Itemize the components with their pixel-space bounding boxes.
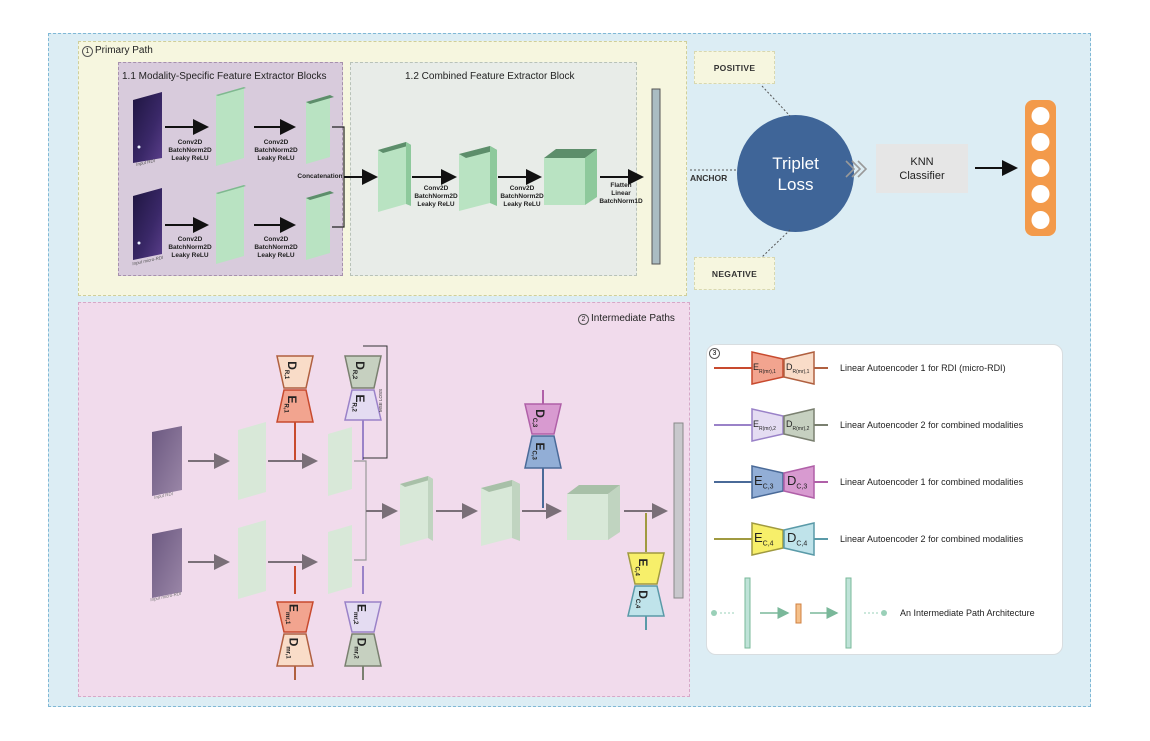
ae-r1-enc-label: ER,1 [282,395,299,413]
ae-r2-dec-label: DR,2 [350,361,368,380]
layer-label-micro-1: Conv2D BatchNorm2D Leaky ReLU [168,236,212,259]
ae-c4-dec-label: DC,4 [633,590,651,609]
inter-embedding-bar [673,422,684,599]
legend-enc-1-label: ER(mr),1 [753,362,776,375]
legend-enc-1 [751,351,784,385]
knn-classifier: KNN Classifier [876,144,968,193]
inter-feature-map-micro-1 [238,520,266,599]
embedding-bar [651,88,661,265]
autoencoder-mr1 [276,601,314,667]
intermediate-number-badge: 2 [578,314,589,325]
flatten-label: Flatten Linear BatchNorm1D [599,182,643,205]
legend-item-4: Linear Autoencoder 2 for combined modali… [840,534,1024,544]
ae-c4-enc-label: EC,4 [633,558,650,576]
combined-feature-map-1 [378,142,411,212]
layer-label-micro-2: Conv2D BatchNorm2D Leaky ReLU [254,236,298,259]
layer-label-comb-1: Conv2D BatchNorm2D Leaky ReLU [414,185,458,208]
legend-enc-4 [751,522,784,556]
ae-mr2-enc-label: Emr,2 [351,604,369,625]
inter-input-rdi [152,426,182,496]
inter-combined-map-3 [567,485,620,540]
ae-r1-dec-label: DR,1 [282,361,300,380]
legend-number-badge: 3 [709,348,720,359]
autoencoder-c3 [524,403,562,469]
autoencoder-c4 [627,552,665,617]
inter-combined-map-1 [400,476,433,546]
combined-block-title: 1.2 Combined Feature Extractor Block [405,71,575,82]
concatenation-label: Concatenation [297,173,343,180]
modality-block-title: 1.1 Modality-Specific Feature Extractor … [122,71,327,82]
chevron-arrows [845,160,868,178]
legend-dec-4-label: DC,4 [787,530,808,548]
input-micro-rdi-image [133,188,162,260]
layer-label-comb-2: Conv2D BatchNorm2D Leaky ReLU [500,185,544,208]
ae-c3-enc-label: EC,3 [530,442,547,460]
legend-dec-3-label: DC,3 [787,473,808,491]
legend-enc-2-label: ER(mr),2 [753,419,776,432]
legend-dec-2 [783,408,815,442]
mse-loss-label: MSE LOSS [378,388,384,413]
legend-path-bar-right [845,577,852,649]
layer-label-rdi-1: Conv2D BatchNorm2D Leaky ReLU [168,139,212,162]
autoencoder-r1 [276,355,314,423]
layer-label-rdi-2: Conv2D BatchNorm2D Leaky ReLU [254,139,298,162]
legend-item-2: Linear Autoencoder 2 for combined modali… [840,420,1024,430]
legend-dec-4 [783,522,815,556]
feature-map-micro-1 [216,185,246,264]
legend-dec-1-label: DR(mr),1 [786,362,810,375]
legend-dec-2-label: DR(mr),2 [786,419,810,432]
ae-c3-dec-label: DC,3 [530,409,548,428]
autoencoder-r2 [344,355,382,421]
output-layer [1025,100,1056,236]
feature-map-rdi-1 [216,87,246,166]
positive-tag: POSITIVE [694,51,775,84]
inter-feature-map-rdi-1 [238,422,266,500]
legend-panel [706,344,1063,655]
combined-feature-map-2 [459,146,497,211]
ae-r2-enc-label: ER,2 [350,394,367,412]
triplet-loss-node: Triplet Loss [737,115,854,232]
autoencoder-mr2 [344,601,382,667]
legend-path-bar-left [744,577,751,649]
legend-enc-2 [751,408,784,442]
inter-combined-map-2 [481,480,520,546]
ae-mr1-enc-label: Emr,1 [283,604,301,625]
legend-path-node [795,603,802,624]
combined-feature-map-3 [544,149,597,205]
legend-enc-3 [751,465,784,499]
inter-input-micro [152,528,182,598]
legend-item-3: Linear Autoencoder 1 for combined modali… [840,477,1024,487]
legend-dec-3 [783,465,815,499]
inter-feature-map-rdi-2 [328,427,352,496]
feature-map-rdi-2 [306,95,334,164]
legend-dec-1 [783,351,815,385]
ae-mr2-dec-label: Dmr,2 [352,637,369,659]
inter-feature-map-micro-2 [328,525,352,594]
feature-map-micro-2 [306,191,334,260]
input-rdi-image [133,92,162,163]
legend-enc-3-label: EC,3 [754,473,774,491]
anchor-label: ANCHOR [690,173,728,183]
ae-mr1-dec-label: Dmr,1 [284,637,301,659]
legend-enc-4-label: EC,4 [754,530,774,548]
legend-item-1: Linear Autoencoder 1 for RDI (micro-RDI) [840,363,1006,373]
legend-path-architecture: An Intermediate Path Architecture [900,608,1035,618]
negative-tag: NEGATIVE [694,257,775,290]
primary-number-badge: 1 [82,46,93,57]
